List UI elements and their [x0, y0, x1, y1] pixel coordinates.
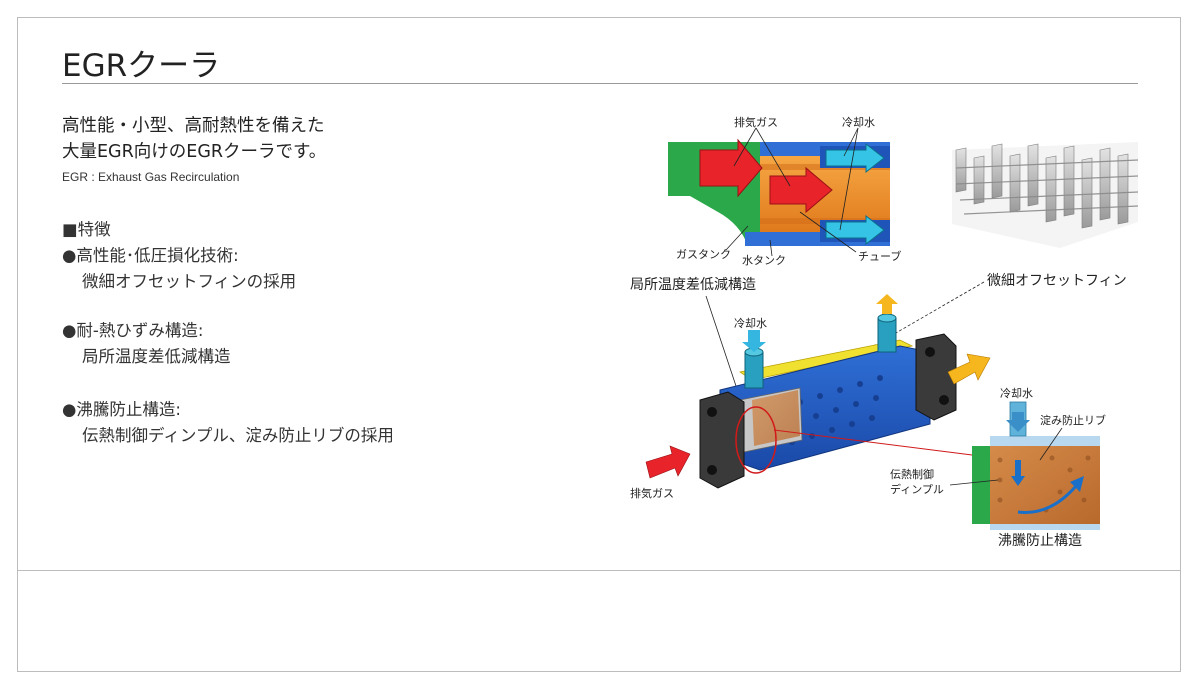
feature-detail: 局所温度差低減構造	[82, 347, 231, 366]
feature-detail: 微細オフセットフィンの採用	[82, 272, 297, 291]
label-gas-tank: ガスタンク	[676, 248, 731, 261]
feature-title: ●高性能･低圧損化技術:	[62, 246, 239, 265]
label-anti-boil: 沸騰防止構造	[998, 532, 1082, 549]
features-heading: ■特徴	[62, 220, 111, 239]
feature-item: ●高性能･低圧損化技術: 微細オフセットフィンの採用	[62, 243, 296, 295]
exhaust-in-arrow-icon	[645, 445, 691, 479]
label-dimple-line2: ディンプル	[890, 482, 944, 496]
label-coolant-detail: 冷却水	[1000, 387, 1033, 400]
label-stagnation-rib: 淀み防止リブ	[1040, 413, 1106, 427]
feature-title: ●耐-熱ひずみ構造:	[62, 321, 204, 340]
anti-boil-detail	[972, 401, 1100, 530]
exhaust-arrow-icon	[699, 138, 763, 198]
feature-detail: 伝熱制御ディンプル、淀み防止リブの採用	[82, 426, 394, 445]
coolant-in-arrow-icon	[742, 330, 766, 352]
content-frame	[17, 17, 1181, 571]
lead-text: 高性能・小型、高耐熱性を備えた 大量EGR向けのEGRクーラです。	[62, 113, 326, 165]
feature-item: ●沸騰防止構造: 伝熱制御ディンプル、淀み防止リブの採用	[62, 397, 394, 449]
feature-item: ●耐-熱ひずみ構造: 局所温度差低減構造	[62, 318, 231, 370]
cooler-body	[699, 313, 957, 489]
feature-title: ●沸騰防止構造:	[62, 400, 181, 419]
label-coolant-main: 冷却水	[734, 317, 767, 330]
exhaust-out-arrow-icon	[947, 353, 991, 385]
lead-line-2: 大量EGR向けのEGRクーラです。	[62, 142, 327, 162]
page-title: EGRクーラ	[62, 48, 221, 84]
label-water-tank: 水タンク	[742, 254, 786, 267]
offset-fin-illustration	[952, 142, 1139, 248]
title-divider	[62, 83, 1138, 84]
label-offset-fin: 微細オフセットフィン	[987, 273, 1127, 289]
coolant-arrow-icon	[825, 214, 885, 246]
label-exhaust-gas: 排気ガス	[734, 115, 778, 129]
label-local-temp: 局所温度差低減構造	[630, 276, 756, 293]
footer-frame	[17, 571, 1181, 672]
cross-section-diagram	[668, 127, 890, 257]
label-coolant: 冷却水	[842, 116, 875, 129]
coolant-out-arrow-icon	[876, 294, 898, 314]
coolant-arrow-icon	[825, 142, 885, 174]
label-tube: チューブ	[858, 249, 901, 263]
label-exhaust-main: 排気ガス	[630, 486, 674, 500]
abbreviation-note: EGR : Exhaust Gas Recirculation	[62, 170, 240, 184]
lead-line-1: 高性能・小型、高耐熱性を備えた	[62, 116, 325, 136]
detail-highlight	[735, 406, 777, 474]
label-dimple-line1: 伝熱制御	[890, 467, 934, 481]
